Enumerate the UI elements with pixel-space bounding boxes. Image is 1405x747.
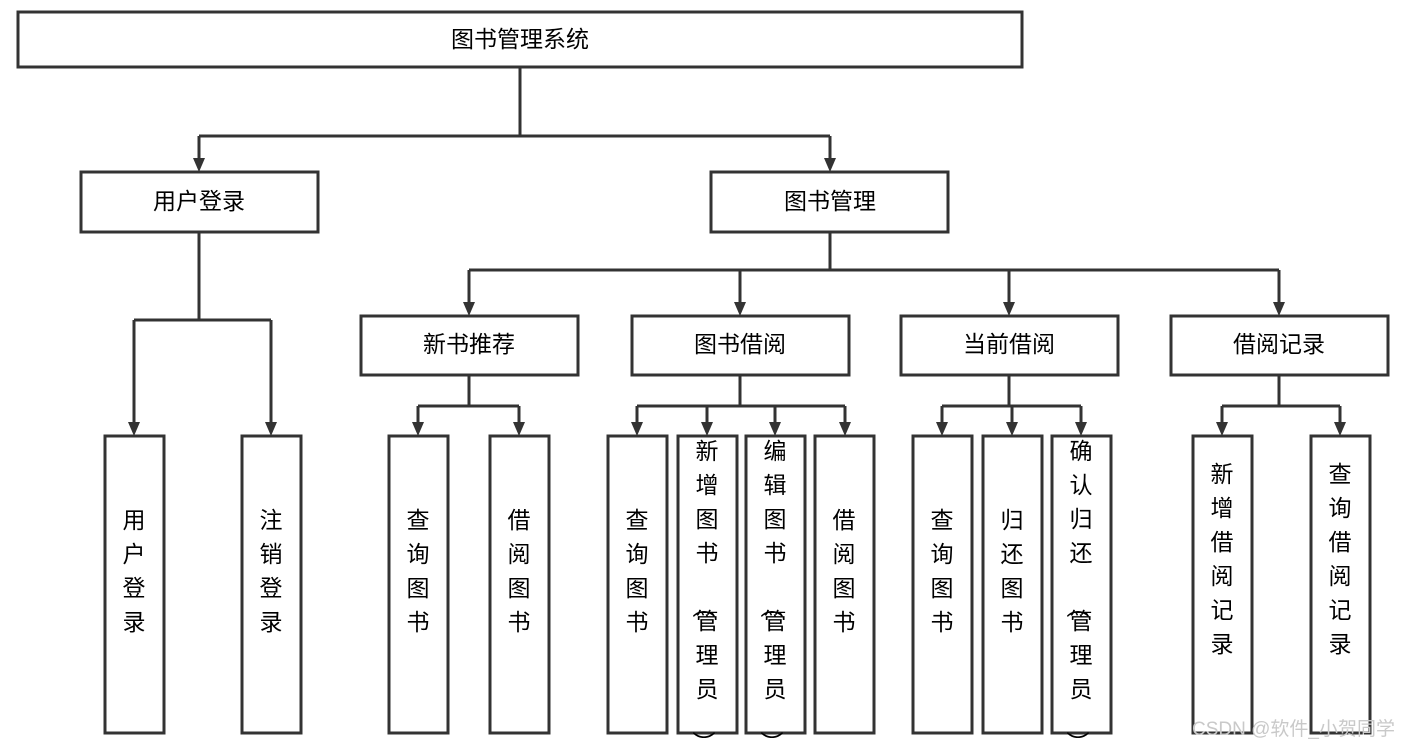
leaf-user-login-1-box[interactable]: [103, 434, 166, 735]
leaf-book-borrow-2-label: 新增图书（管理员）: [691, 438, 719, 747]
leaf-borrow-record-1-label: 新增借阅记录: [1211, 461, 1234, 657]
leaf-book-borrow-1-label: 查询图书: [626, 507, 649, 635]
node-book-manage-box[interactable]: [709, 170, 950, 234]
leaf-user-login-2-box[interactable]: [240, 434, 303, 735]
leaf-current-borrow-1-label: 查询图书: [931, 507, 954, 635]
arrowhead-bb-leaf1: [631, 422, 643, 436]
node-new-book[interactable]: 新书推荐: [359, 314, 580, 377]
arrowhead-bb-leaf2: [701, 422, 713, 436]
leaf-current-borrow-2-label: 归还图书: [1001, 507, 1024, 635]
arrowhead-borrow-record: [1273, 302, 1285, 316]
leaf-borrow-record-2-label: 查询借阅记录: [1329, 461, 1352, 657]
node-book-manage[interactable]: 图书管理: [709, 170, 950, 234]
node-borrow-record-label: 借阅记录: [1233, 331, 1325, 357]
leaf-user-login-1[interactable]: 用户登录: [103, 434, 166, 735]
edges-current-borrow-to-leaves: [936, 375, 1087, 436]
leaf-new-book-1-label: 查询图书: [407, 507, 430, 635]
arrowhead-book-borrow: [734, 302, 746, 316]
node-user-login-label: 用户登录: [153, 188, 245, 214]
leaf-current-borrow-3-label: 确认归还（管理员）: [1065, 438, 1093, 747]
arrowhead-br-leaf1: [1216, 422, 1228, 436]
arrowhead-bb-leaf4: [839, 422, 851, 436]
leaf-new-book-2-box[interactable]: [488, 434, 551, 735]
edges-book-manage-to-level3: [463, 232, 1285, 316]
node-book-borrow-box[interactable]: [630, 314, 851, 377]
leaf-borrow-record-1[interactable]: 新增借阅记录: [1191, 434, 1254, 735]
leaf-book-borrow-1-box[interactable]: [606, 434, 669, 735]
leaf-user-login-1-label: 用户登录: [123, 507, 146, 635]
leaf-book-borrow-2-box[interactable]: [676, 434, 739, 735]
node-new-book-box[interactable]: [359, 314, 580, 377]
leaf-current-borrow-1-box[interactable]: [911, 434, 974, 735]
arrowhead-cb-leaf3: [1075, 422, 1087, 436]
leaf-new-book-2-label: 借阅图书: [508, 507, 531, 635]
node-new-book-label: 新书推荐: [423, 331, 515, 357]
leaf-new-book-1[interactable]: 查询图书: [387, 434, 450, 735]
leaf-current-borrow-3-box[interactable]: [1050, 434, 1113, 735]
leaf-borrow-record-2[interactable]: 查询借阅记录: [1309, 434, 1372, 735]
leaf-borrow-record-1-box[interactable]: [1191, 434, 1254, 735]
leaf-current-borrow-3[interactable]: 确认归还（管理员）: [1050, 434, 1113, 747]
leaf-book-borrow-4[interactable]: 借阅图书: [813, 434, 876, 735]
node-current-borrow[interactable]: 当前借阅: [899, 314, 1120, 377]
node-borrow-record-box[interactable]: [1169, 314, 1390, 377]
arrowhead-cb-leaf1: [936, 422, 948, 436]
edges-borrow-record-to-leaves: [1216, 375, 1346, 436]
arrowhead-nb-leaf1: [412, 422, 424, 436]
leaf-user-login-2-label: 注销登录: [260, 507, 283, 635]
node-root[interactable]: 图书管理系统: [16, 10, 1024, 69]
leaf-book-borrow-3-label: 编辑图书（管理员）: [759, 438, 787, 747]
edges-book-borrow-to-leaves: [631, 375, 851, 436]
node-borrow-record[interactable]: 借阅记录: [1169, 314, 1390, 377]
csdn-watermark: CSDN @软件_小贺同学: [1192, 719, 1395, 740]
node-root-box[interactable]: [16, 10, 1024, 69]
node-book-borrow[interactable]: 图书借阅: [630, 314, 851, 377]
node-book-manage-label: 图书管理: [784, 188, 876, 214]
arrowhead-user-login: [193, 158, 205, 172]
arrowhead-new-book: [463, 302, 475, 316]
leaf-book-borrow-1[interactable]: 查询图书: [606, 434, 669, 735]
leaf-current-borrow-2[interactable]: 归还图书: [981, 434, 1044, 735]
leaf-current-borrow-1[interactable]: 查询图书: [911, 434, 974, 735]
edges-root-to-level2: [193, 67, 836, 172]
leaf-new-book-1-box[interactable]: [387, 434, 450, 735]
edges-user-login-to-leaves: [128, 232, 277, 436]
arrowhead-nb-leaf2: [513, 422, 525, 436]
node-current-borrow-box[interactable]: [899, 314, 1120, 377]
leaf-book-borrow-3-box[interactable]: [744, 434, 807, 735]
arrowhead-ul-leaf2: [265, 422, 277, 436]
leaf-book-borrow-4-box[interactable]: [813, 434, 876, 735]
arrowhead-br-leaf2: [1334, 422, 1346, 436]
leaf-book-borrow-4-label: 借阅图书: [833, 507, 856, 635]
leaf-book-borrow-2[interactable]: 新增图书（管理员）: [676, 434, 739, 747]
node-current-borrow-label: 当前借阅: [963, 331, 1055, 357]
arrowhead-cb-leaf2: [1006, 422, 1018, 436]
node-root-label: 图书管理系统: [451, 26, 589, 52]
leaf-borrow-record-2-box[interactable]: [1309, 434, 1372, 735]
leaf-user-login-2[interactable]: 注销登录: [240, 434, 303, 735]
leaf-book-borrow-3[interactable]: 编辑图书（管理员）: [744, 434, 807, 747]
arrowhead-bb-leaf3: [769, 422, 781, 436]
arrowhead-ul-leaf1: [128, 422, 140, 436]
arrowhead-current-borrow: [1003, 302, 1015, 316]
edges-new-book-to-leaves: [412, 375, 525, 436]
leaf-current-borrow-2-box[interactable]: [981, 434, 1044, 735]
node-book-borrow-label: 图书借阅: [694, 331, 786, 357]
arrowhead-book-manage: [824, 158, 836, 172]
node-user-login[interactable]: 用户登录: [79, 170, 320, 234]
leaf-new-book-2[interactable]: 借阅图书: [488, 434, 551, 735]
node-user-login-box[interactable]: [79, 170, 320, 234]
